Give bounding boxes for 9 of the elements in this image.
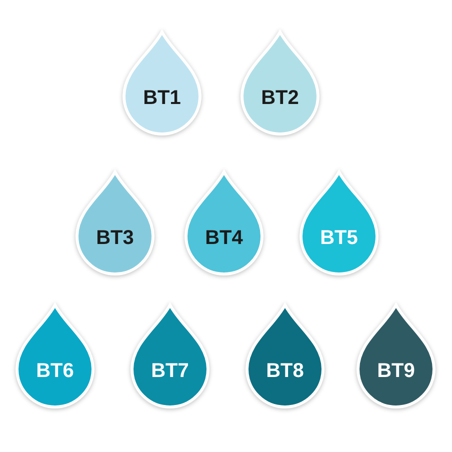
droplet-label: BT4 bbox=[205, 226, 243, 250]
droplet-label: BT1 bbox=[143, 86, 181, 110]
droplet-label: BT7 bbox=[151, 359, 189, 383]
droplet-label: BT9 bbox=[377, 359, 415, 383]
droplet-label: BT3 bbox=[96, 226, 134, 250]
droplet-label: BT5 bbox=[320, 226, 358, 250]
droplet-label: BT2 bbox=[261, 86, 299, 110]
droplet-label: BT6 bbox=[36, 359, 74, 383]
droplet-label: BT8 bbox=[266, 359, 304, 383]
